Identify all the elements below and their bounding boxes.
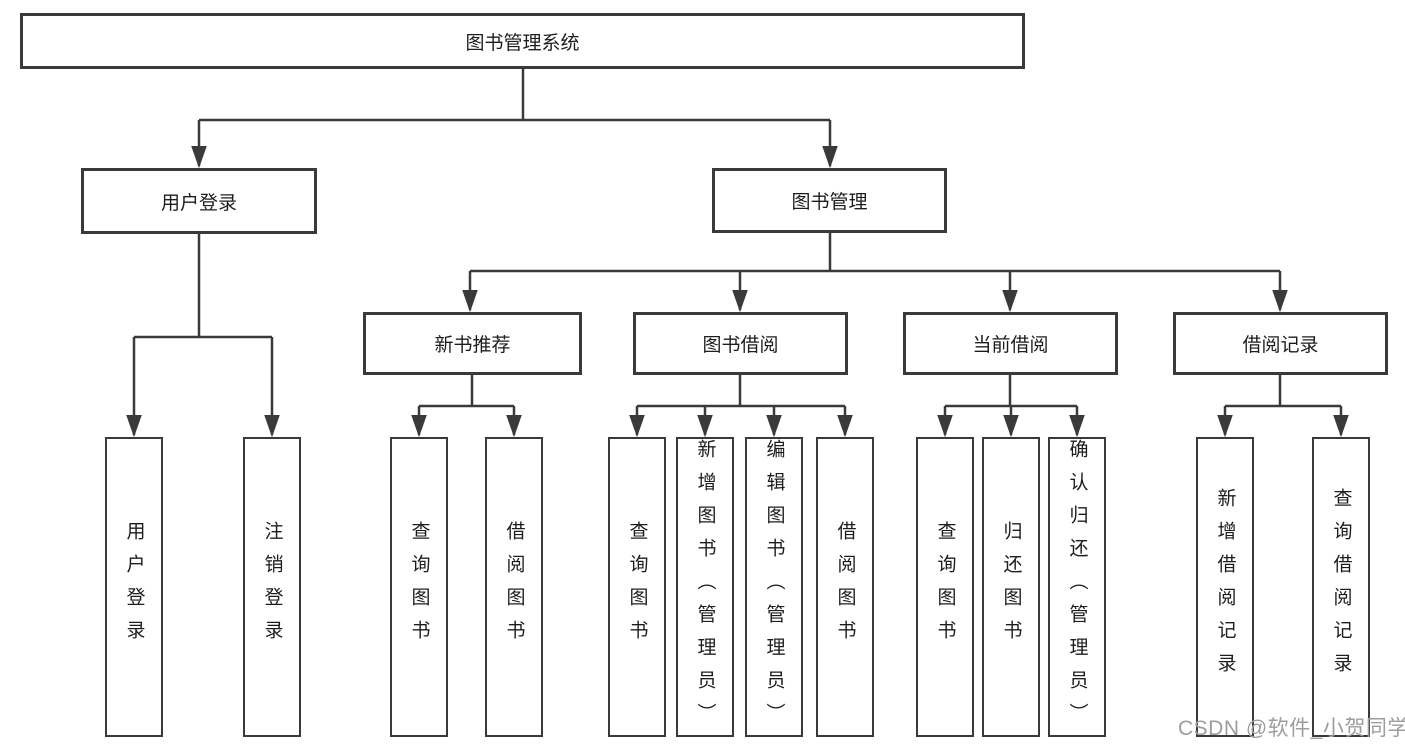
edge-trunk-root (199, 69, 830, 122)
edge-trunk-borrow-records (1225, 375, 1341, 408)
edge-trunk-user-login (134, 234, 272, 339)
edge-trunk-book-mgmt (470, 233, 1280, 273)
node-new-book-recommend: 新书推荐 (363, 312, 582, 375)
node-current-borrowing: 当前借阅 (903, 312, 1118, 375)
node-book-borrowing: 图书借阅 (633, 312, 848, 375)
leaf-cb-query-books: 查询图书 (916, 437, 974, 737)
leaf-nbr-query-books: 查询图书 (390, 437, 448, 737)
leaf-br-add-record: 新增借阅记录 (1196, 437, 1254, 737)
node-book-management: 图书管理 (712, 168, 947, 233)
node-borrow-records: 借阅记录 (1173, 312, 1388, 375)
leaf-cb-confirm-return-admin: 确认归还（管理员） (1048, 437, 1106, 737)
leaf-logout: 注销登录 (243, 437, 301, 737)
node-system-root: 图书管理系统 (20, 13, 1025, 69)
edge-trunk-book-borrow (637, 375, 845, 408)
leaf-bb-query-books: 查询图书 (608, 437, 666, 737)
leaf-cb-return-books: 归还图书 (982, 437, 1040, 737)
csdn-watermark: CSDN @软件_小贺同学 (1178, 717, 1405, 740)
leaf-br-query-record: 查询借阅记录 (1312, 437, 1370, 737)
leaf-nbr-borrow-books: 借阅图书 (485, 437, 543, 737)
leaf-bb-add-books-admin: 新增图书（管理员） (676, 437, 734, 737)
edge-trunk-current-borrow (945, 375, 1077, 408)
leaf-user-login: 用户登录 (105, 437, 163, 737)
node-user-login: 用户登录 (81, 168, 317, 234)
leaf-bb-borrow-books: 借阅图书 (816, 437, 874, 737)
edge-trunk-new-book (419, 375, 514, 408)
leaf-bb-edit-books-admin: 编辑图书（管理员） (745, 437, 803, 737)
